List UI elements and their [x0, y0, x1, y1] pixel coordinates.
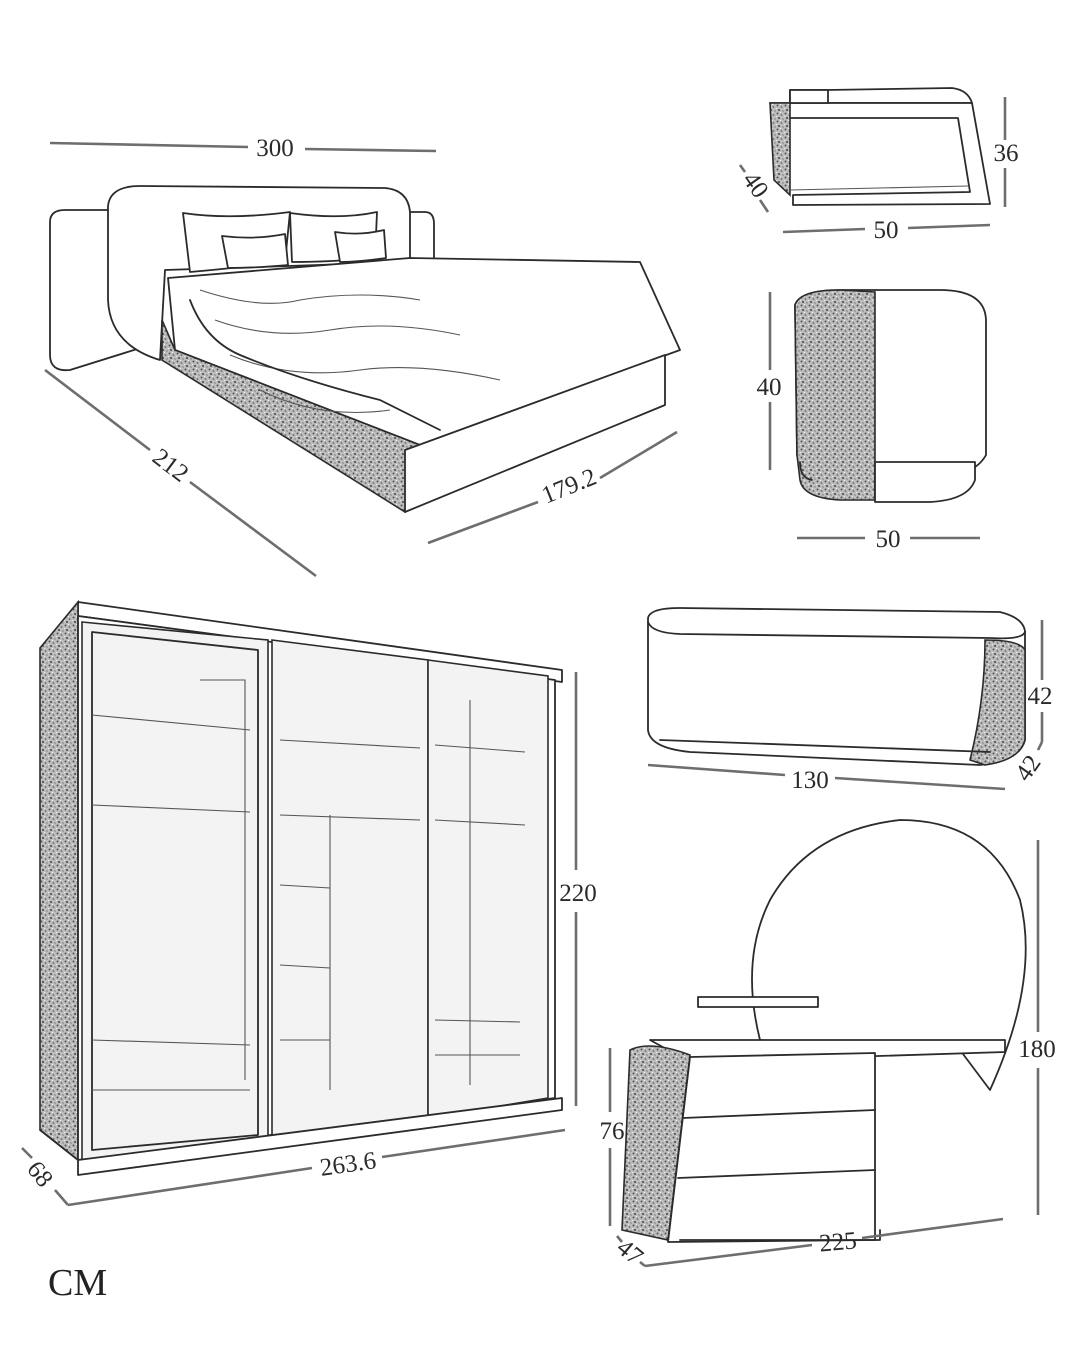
side-table-drawing [769, 87, 991, 206]
unit-label: CM [48, 1262, 107, 1304]
wardrobe-depth-label: 68 [21, 1156, 58, 1192]
bed-base-width-label: 179.2 [538, 463, 600, 509]
wardrobe-drawing [39, 599, 563, 1176]
pouf-drawing [794, 289, 987, 503]
wardrobe-height-label: 220 [559, 880, 597, 907]
bench-width-label: 130 [791, 767, 829, 794]
vanity-drawing [621, 819, 1027, 1243]
pouf-width-label: 50 [876, 526, 901, 553]
pouf-height-label: 40 [757, 374, 782, 401]
bench-depth-label: 42 [1010, 750, 1046, 786]
bed-depth-label: 212 [147, 444, 193, 488]
vanity-width-label: 225 [818, 1227, 858, 1257]
wardrobe-width-label: 263.6 [318, 1147, 377, 1182]
bed-width-label: 300 [256, 135, 294, 162]
vanity-desk-height-label: 76 [600, 1118, 625, 1145]
bench-height-label: 42 [1028, 683, 1053, 710]
side-table-height-label: 36 [994, 140, 1019, 167]
side-table-depth-label: 40 [737, 167, 773, 203]
bed-drawing [49, 185, 681, 514]
bench-drawing [647, 607, 1026, 766]
vanity-total-height-label: 180 [1018, 1036, 1056, 1063]
side-table-width-label: 50 [874, 217, 899, 244]
